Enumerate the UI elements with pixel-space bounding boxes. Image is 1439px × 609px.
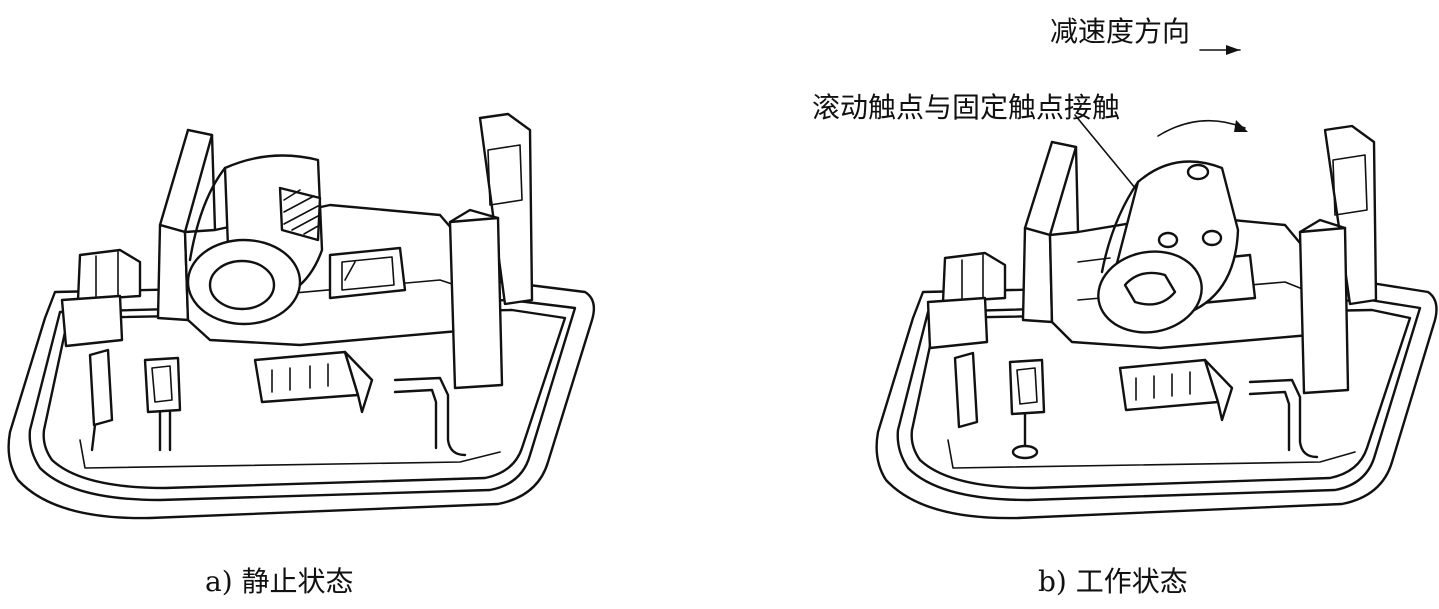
left-clip xyxy=(88,348,114,427)
terminal-legs xyxy=(158,410,172,452)
right-post-front xyxy=(448,216,504,390)
fixed-contact-plate-top xyxy=(158,128,214,234)
rotation-arrow-curve xyxy=(1157,119,1246,137)
tray-floor-edge xyxy=(947,439,1356,469)
right-post-cap xyxy=(448,208,500,224)
connector-pins xyxy=(1135,371,1191,401)
right-lead-bend xyxy=(1248,378,1319,459)
right-lead-inner xyxy=(393,388,438,450)
contact-hatching xyxy=(283,189,319,235)
right-lead-inner xyxy=(1248,390,1291,452)
right-post-slot xyxy=(1332,154,1368,216)
connector-housing xyxy=(1118,358,1220,412)
left-mount-block xyxy=(76,248,142,302)
terminal-window xyxy=(1016,367,1038,405)
terminal-window xyxy=(151,365,173,403)
contact-annotation-label: 滚动触点与固定触点接触 xyxy=(812,91,1121,124)
roller-hole-right xyxy=(1201,229,1223,247)
panel-a-caption: a) 静止状态 xyxy=(205,565,354,598)
right-post-cap xyxy=(1298,218,1347,234)
deceleration-arrow-head xyxy=(1226,45,1240,55)
deceleration-direction-label: 减速度方向 xyxy=(1050,15,1191,48)
sensor-drawing-static xyxy=(7,112,596,520)
left-mount-detail xyxy=(95,251,119,299)
connector-side xyxy=(343,350,374,414)
tray-inner-rim-2 xyxy=(42,308,567,490)
tray-inner-rim-2 xyxy=(910,308,1412,490)
connector-side xyxy=(1203,358,1234,422)
left-clip-leg xyxy=(90,423,97,452)
fixed-contact-plate-face xyxy=(156,223,190,322)
right-post-slot xyxy=(487,144,523,206)
tray-inner-rim xyxy=(28,298,577,502)
left-mount-block xyxy=(941,251,1007,304)
rotation-arrow-head xyxy=(1234,120,1248,132)
right-post-back xyxy=(478,112,534,306)
fixed-contact-plate-edge xyxy=(186,128,217,232)
tray-outer-rim xyxy=(7,280,596,520)
right-post-front xyxy=(1298,226,1350,395)
platform-window-inner xyxy=(341,256,395,291)
roller-outline-left xyxy=(188,166,227,262)
roller-hole-mid xyxy=(1157,231,1179,249)
fixed-contact-plate-face xyxy=(1021,226,1054,324)
panel-a-static: a) 静止状态 xyxy=(0,0,620,609)
left-clip xyxy=(953,351,979,429)
left-mount-detail xyxy=(961,254,984,301)
sensor-drawing-working xyxy=(875,45,1438,520)
connector-housing xyxy=(253,350,360,404)
left-mount-base xyxy=(926,296,989,350)
terminal-foot xyxy=(1011,444,1039,460)
tray-inner-rim xyxy=(896,298,1422,502)
tray-outer-rim xyxy=(875,280,1438,520)
panel-b-caption: b) 工作状态 xyxy=(1038,565,1188,598)
roller-bore xyxy=(1123,271,1177,306)
right-lead-bend xyxy=(393,376,467,457)
tray-floor-edge xyxy=(79,439,501,469)
fixed-contact-plate-top xyxy=(1023,140,1078,237)
fixed-contact-plate-edge xyxy=(1050,140,1080,234)
roller-outline-left xyxy=(1100,180,1140,274)
roller-hole-top xyxy=(1186,163,1210,181)
roller-bore xyxy=(208,259,276,311)
roller-contact-patch xyxy=(278,186,322,242)
connector-pins xyxy=(271,363,329,393)
left-mount-base xyxy=(60,294,124,348)
panel-b-working: 减速度方向 滚动触点与固定触点接触 b) 工作状态 xyxy=(780,0,1439,609)
